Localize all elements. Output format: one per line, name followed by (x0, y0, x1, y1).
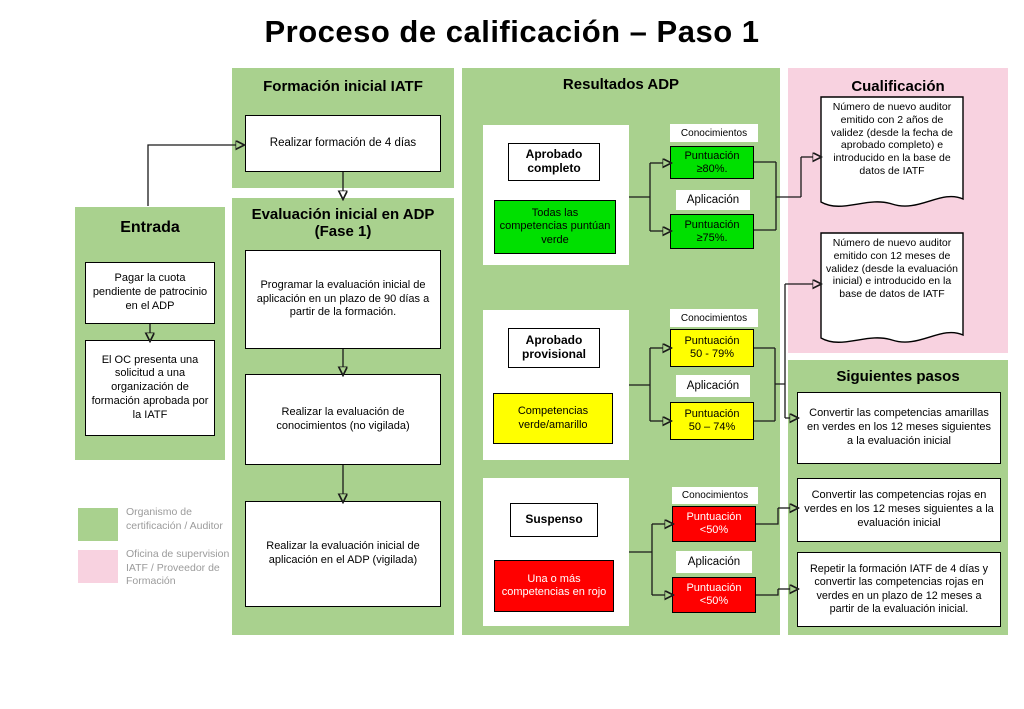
outcome-complete-application-label: Aplicación (676, 190, 750, 210)
legend-label-pink: Oficina de supervision IATF / Proveedor … (126, 548, 230, 588)
panel-cualificacion: Cualificación Número de nuevo auditor em… (788, 68, 1008, 353)
panel-resultados: Resultados ADP Aprobado completo Todas l… (462, 68, 780, 635)
next-step-3: Repetir la formación IATF de 4 días y co… (797, 552, 1001, 627)
entrada-step-1: Pagar la cuota pendiente de patrocinio e… (85, 262, 215, 324)
outcome-provisional-name: Aprobado provisional (508, 328, 600, 368)
outcome-fail-name: Suspenso (510, 503, 598, 537)
qualification-document-2: Número de nuevo auditor emitido con 12 m… (820, 232, 964, 357)
outcome-provisional-application-score: Puntuación 50 – 74% (670, 402, 754, 440)
outcome-complete-knowledge-label: Conocimientos (670, 124, 758, 142)
qualification-document-2-text: Número de nuevo auditor emitido con 12 m… (826, 237, 958, 301)
evaluacion-step-3: Realizar la evaluación inicial de aplica… (245, 501, 441, 607)
evaluacion-step-1: Programar la evaluación inicial de aplic… (245, 250, 441, 349)
page-title: Proceso de calificación – Paso 1 (264, 14, 760, 49)
outcome-fail-knowledge-label: Conocimientos (672, 487, 758, 504)
outcome-complete-name: Aprobado completo (508, 143, 600, 181)
legend-swatch-green (78, 508, 118, 541)
outcome-provisional-application-label: Aplicación (676, 375, 750, 397)
outcome-provisional-knowledge-score: Puntuación 50 - 79% (670, 329, 754, 367)
formacion-step-1: Realizar formación de 4 días (245, 115, 441, 172)
legend-swatch-pink (78, 550, 118, 583)
document-shape-icon (820, 232, 964, 343)
outcome-complete-knowledge-score: Puntuación ≥80%. (670, 146, 754, 179)
outcome-provisional-knowledge-label: Conocimientos (670, 309, 758, 327)
panel-evaluacion-title: Evaluación inicial en ADP (Fase 1) (251, 206, 435, 241)
next-step-1: Convertir las competencias amarillas en … (797, 392, 1001, 464)
outcome-complete-status: Todas las competencias puntúan verde (494, 200, 616, 254)
panel-formacion: Formación inicial IATF Realizar formació… (232, 68, 454, 188)
outcome-fail-status: Una o más competencias en rojo (494, 560, 614, 612)
panel-cualificacion-title: Cualificación (851, 78, 945, 95)
outcome-fail-application-label: Aplicación (676, 551, 752, 573)
qualification-document-1: Número de nuevo auditor emitido con 2 añ… (820, 96, 964, 221)
document-shape-icon (820, 96, 964, 207)
legend-label-green: Organismo de certificación / Auditor (126, 506, 223, 532)
panel-entrada: Entrada Pagar la cuota pendiente de patr… (75, 207, 225, 460)
panel-resultados-title: Resultados ADP (562, 76, 680, 93)
outcome-provisional-status: Competencias verde/amarillo (493, 393, 613, 444)
panel-siguientes-title: Siguientes pasos (836, 368, 960, 385)
outcome-fail-knowledge-score: Puntuación <50% (672, 506, 756, 542)
panel-evaluacion: Evaluación inicial en ADP (Fase 1) Progr… (232, 198, 454, 635)
outcome-fail-application-score: Puntuación <50% (672, 577, 756, 613)
qualification-document-1-text: Número de nuevo auditor emitido con 2 añ… (831, 101, 953, 177)
evaluacion-step-2: Realizar la evaluación de conocimientos … (245, 374, 441, 465)
next-step-2: Convertir las competencias rojas en verd… (797, 478, 1001, 542)
panel-formacion-title: Formación inicial IATF (263, 78, 423, 95)
panel-siguientes: Siguientes pasos Convertir las competenc… (788, 360, 1008, 635)
outcome-complete-application-score: Puntuación ≥75%. (670, 214, 754, 249)
panel-entrada-title: Entrada (120, 219, 180, 236)
entrada-step-2: El OC presenta una solicitud a una organ… (85, 340, 215, 436)
